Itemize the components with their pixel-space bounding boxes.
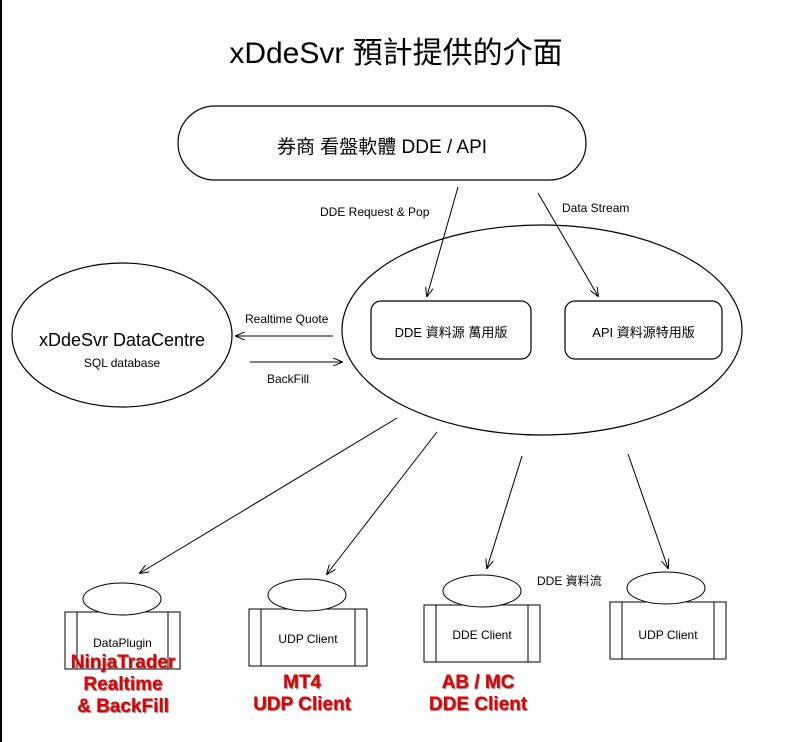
caption-line: AB / MC [441, 672, 515, 693]
client-caption-mt4: MT4 UDP Client [222, 672, 382, 716]
edge-label-dde-flow: DDE 資料流 [537, 574, 602, 588]
caption-line: MT4 [283, 672, 321, 693]
broker-box-label: 券商 看盤軟體 DDE / API [276, 137, 488, 158]
caption-line: NinjaTrader [70, 652, 176, 673]
page-title: xDdeSvr 預計提供的介面 [229, 37, 563, 70]
client-box-label-1: DataPlugin [93, 636, 152, 650]
caption-line: UDP Client [253, 694, 351, 715]
left-border [0, 0, 2, 742]
client-dataplugin [64, 582, 181, 670]
dde-source-shape [370, 300, 532, 360]
broker-box-shape [177, 105, 587, 181]
client-dde [423, 574, 541, 663]
edge-label-dde-request: DDE Request & Pop [320, 205, 430, 219]
datacentre-name: xDdeSvr DataCentre [38, 330, 206, 350]
caption-line: DDE Client [428, 694, 528, 715]
api-source-label: API 資料源特用版 [592, 325, 695, 340]
arrow-to-dataplugin [140, 417, 398, 573]
dde-source-label: DDE 資料源 萬用版 [394, 325, 508, 340]
client-box-label-2: UDP Client [278, 632, 338, 646]
arrow-dde-request [427, 186, 459, 296]
edge-label-data-stream: Data Stream [562, 201, 630, 215]
server-ellipse [341, 224, 743, 436]
client-udp-4 [609, 571, 727, 660]
edge-label-realtime-quote: Realtime Quote [245, 312, 329, 326]
client-udp-mt4 [248, 578, 368, 667]
arrow-to-ab-mc [487, 455, 523, 568]
datacentre-ellipse [11, 262, 233, 408]
client-box-label-4: UDP Client [638, 628, 698, 642]
client-box-label-3: DDE Client [452, 628, 512, 642]
api-source-shape [564, 300, 723, 360]
arrow-to-mt4 [327, 431, 438, 574]
client-caption-ab-mc: AB / MC DDE Client [398, 672, 558, 716]
caption-line: & BackFill [77, 696, 169, 717]
client-caption-ninjatrader: NinjaTrader Realtime & BackFill [42, 652, 204, 718]
caption-line: Realtime [83, 674, 163, 695]
arrow-data-stream [537, 192, 598, 296]
datacentre-sub: SQL database [83, 356, 161, 370]
arrow-to-udp-4 [627, 453, 668, 568]
edge-label-backfill: BackFill [267, 372, 310, 386]
